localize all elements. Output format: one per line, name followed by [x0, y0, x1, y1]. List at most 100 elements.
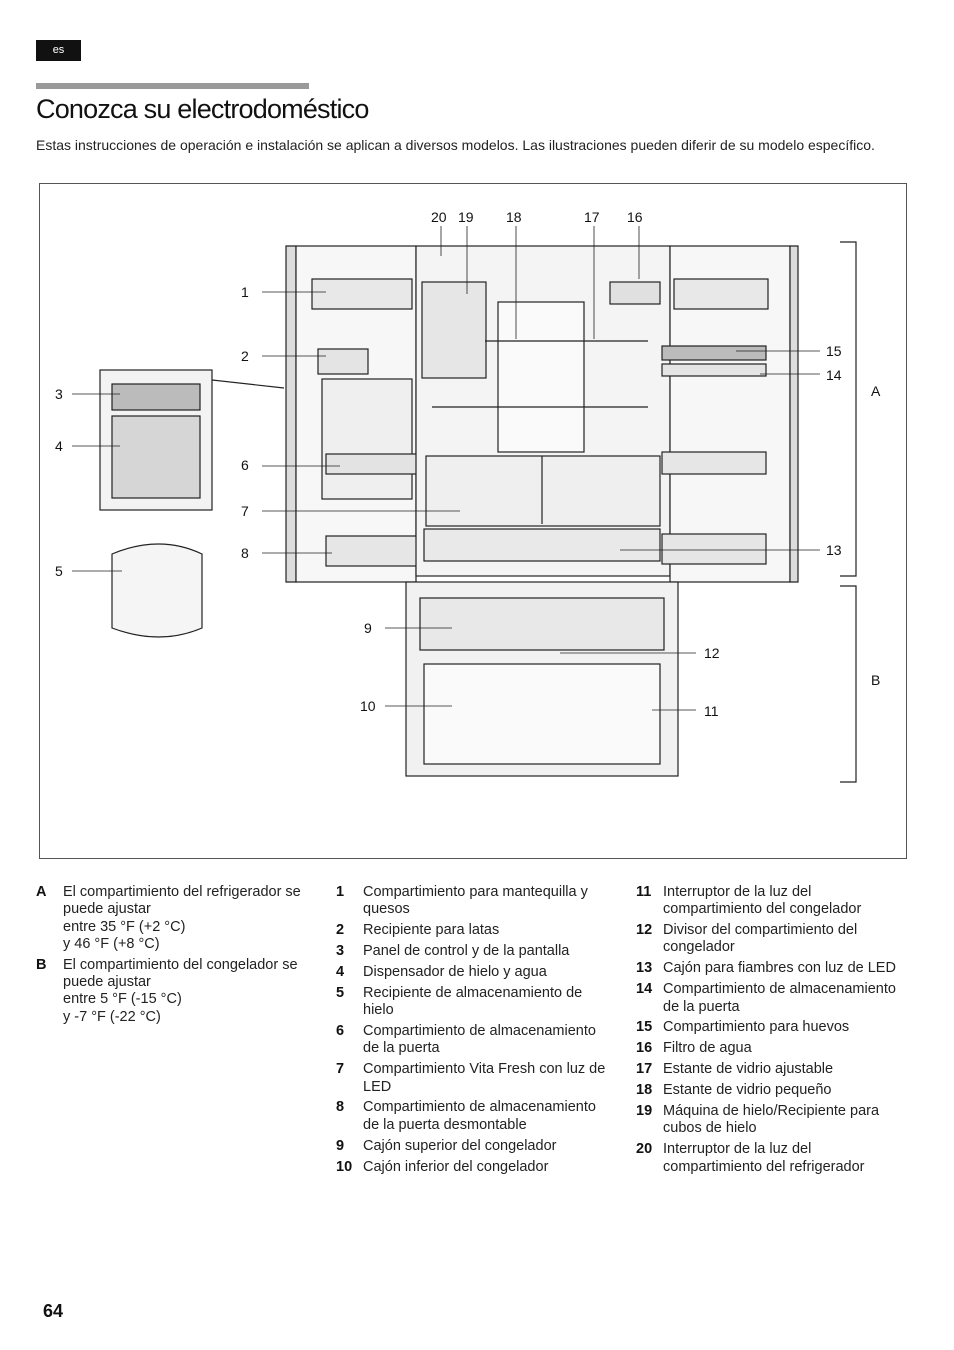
list-item: 10 Cajón inferior del congelador — [336, 1159, 616, 1176]
part-text: Recipiente para latas — [363, 922, 500, 939]
part-number: 12 — [636, 922, 653, 939]
callout-15: 15 — [826, 343, 842, 359]
title-rule — [36, 83, 309, 89]
zone-key: B — [36, 956, 47, 973]
callout-10: 10 — [360, 698, 376, 714]
zone-range: y 46 °F (+8 °C) — [63, 935, 160, 952]
list-item: 20 Interruptor de la luz del compartimien… — [636, 1141, 911, 1176]
lower-freezer-drawer — [423, 663, 661, 765]
callout-3: 3 — [55, 386, 63, 402]
vita-fresh-drawers — [425, 455, 661, 527]
callout-8: 8 — [241, 545, 249, 561]
ice-maker — [421, 281, 487, 379]
callout-9: 9 — [364, 620, 372, 636]
egg-tray — [661, 345, 767, 361]
part-text: Compartimiento de almacenamiento de la p… — [363, 1023, 596, 1057]
list-item: 7 Compartimiento Vita Fresh con luz de LE… — [336, 1061, 616, 1096]
callout-17: 17 — [584, 209, 600, 225]
part-number: 13 — [636, 960, 653, 977]
zone-legend: A El compartimiento del refrigerador se … — [36, 884, 306, 1030]
part-number: 16 — [636, 1040, 653, 1057]
part-text: Recipiente de almacenamiento de hielo — [363, 984, 583, 1019]
zone-text: El compartimiento del congelador se pued… — [63, 956, 298, 991]
list-item: 18 Estante de vidrio pequeño — [636, 1082, 911, 1099]
callout-11: 11 — [704, 703, 719, 719]
zone-label-a: A — [871, 383, 881, 399]
part-number: 10 — [336, 1158, 353, 1175]
intro-text: Estas instrucciones de operación e insta… — [36, 137, 875, 153]
list-item: 1 Compartimiento para mantequilla y queso… — [336, 884, 616, 919]
list-item: 15 Compartimiento para huevos — [636, 1019, 911, 1036]
part-text: Panel de control y de la pantalla — [363, 943, 570, 960]
part-number: 20 — [636, 1141, 653, 1158]
part-text: Compartimiento para huevos — [663, 1019, 850, 1036]
callout-6: 6 — [241, 457, 249, 473]
list-item: 17 Estante de vidrio ajustable — [636, 1061, 911, 1078]
part-text: Filtro de agua — [663, 1040, 752, 1057]
zone-range: entre 35 °F (+2 °C) — [63, 918, 186, 935]
callout-19: 19 — [458, 209, 474, 225]
page-title: Conozca su electrodoméstico — [36, 94, 369, 124]
callout-1: 1 — [241, 284, 249, 300]
part-number: 17 — [636, 1061, 653, 1078]
list-item: 4 Dispensador de hielo y agua — [336, 964, 616, 981]
part-number: 4 — [336, 963, 345, 980]
part-number: 15 — [636, 1019, 653, 1036]
appliance-diagram: 1 2 3 4 5 6 7 8 9 10 11 12 13 14 15 16 1… — [39, 183, 907, 859]
language-tab: es — [36, 40, 81, 61]
zone-range: entre 5 °F (-15 °C) — [63, 991, 182, 1008]
water-filter — [609, 281, 661, 305]
callout-12: 12 — [704, 645, 720, 661]
list-item: 6 Compartimiento de almacenamiento de la … — [336, 1023, 616, 1058]
part-number: 2 — [336, 922, 345, 939]
part-text: Compartimiento de almacenamiento de la p… — [363, 1099, 596, 1133]
zone-legend-item: B El compartimiento del congelador se pu… — [36, 957, 306, 1026]
list-item: 12 Divisor del compartimiento del congela… — [636, 922, 911, 957]
part-number: 7 — [336, 1061, 345, 1078]
callout-7: 7 — [241, 503, 249, 519]
part-number: 9 — [336, 1137, 345, 1154]
part-number: 18 — [636, 1082, 653, 1099]
list-item: 16 Filtro de agua — [636, 1040, 911, 1057]
part-number: 5 — [336, 984, 345, 1001]
upper-freezer-drawer — [419, 597, 665, 651]
list-item: 5 Recipiente de almacenamiento de hielo — [336, 985, 616, 1020]
list-item: 19 Máquina de hielo/Recipiente para cubos… — [636, 1103, 911, 1138]
part-text: Estante de vidrio ajustable — [663, 1061, 834, 1078]
zone-key: A — [36, 884, 47, 900]
part-text: Dispensador de hielo y agua — [363, 963, 547, 980]
part-number: 8 — [336, 1099, 345, 1116]
callout-5: 5 — [55, 563, 63, 579]
part-text: Interruptor de la luz del compartimiento… — [663, 1141, 865, 1175]
refrigerator-illustration: 1 2 3 4 5 6 7 8 9 10 11 12 13 14 15 16 1… — [55, 209, 881, 783]
callout-18: 18 — [506, 209, 522, 225]
zone-label-b: B — [871, 672, 880, 688]
part-text: Cajón para fiambres con luz de LED — [663, 960, 896, 977]
part-text: Divisor del compartimiento del congelado… — [663, 922, 858, 956]
parts-list-1: 1 Compartimiento para mantequilla y queso… — [336, 884, 616, 1179]
part-text: Compartimiento de almacenamiento de la p… — [663, 981, 896, 1015]
callout-13: 13 — [826, 542, 842, 558]
list-item: 13 Cajón para fiambres con luz de LED — [636, 960, 911, 977]
list-item: 3 Panel de control y de la pantalla — [336, 943, 616, 960]
part-number: 19 — [636, 1103, 653, 1120]
part-text: Estante de vidrio pequeño — [663, 1082, 832, 1099]
callout-2: 2 — [241, 348, 249, 364]
zone-range: y -7 °F (-22 °C) — [63, 1008, 161, 1025]
deli-drawer — [423, 528, 661, 562]
part-text: Compartimiento Vita Fresh con luz de LED — [363, 1061, 606, 1095]
part-text: Máquina de hielo/Recipiente para cubos d… — [663, 1103, 880, 1137]
callout-4: 4 — [55, 438, 63, 454]
callout-16: 16 — [627, 209, 643, 225]
part-number: 6 — [336, 1023, 345, 1040]
part-text: Cajón inferior del congelador — [363, 1158, 549, 1175]
part-number: 3 — [336, 943, 345, 960]
part-text: Compartimiento para mantequilla y quesos — [363, 884, 588, 918]
part-number: 1 — [336, 884, 345, 900]
part-text: Interruptor de la luz del compartimiento… — [663, 884, 862, 918]
left-door-edge — [285, 245, 297, 583]
